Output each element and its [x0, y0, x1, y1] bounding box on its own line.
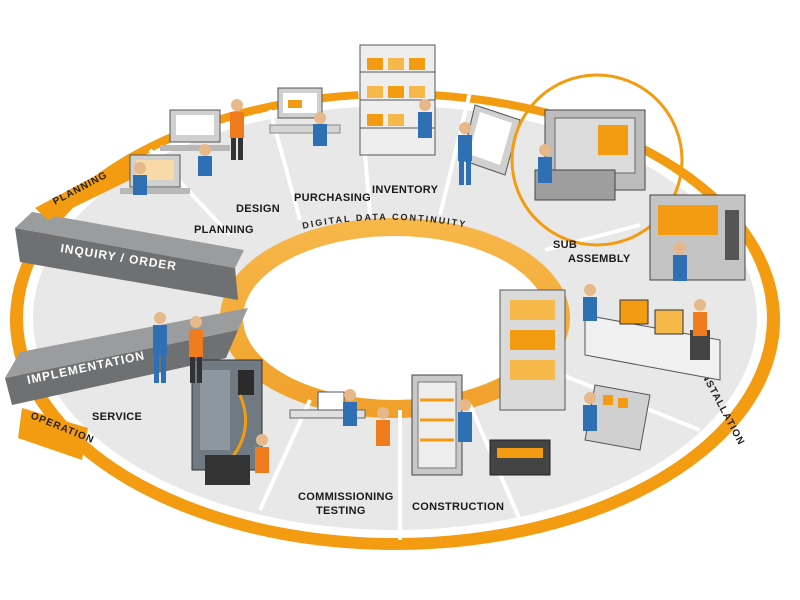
magnifier-circle-icon [510, 73, 684, 247]
stage-commissioning-label: COMMISSIONING [298, 491, 394, 503]
assembly-station [649, 194, 746, 281]
workstation-icon [317, 391, 345, 411]
inquiry-order-band: INQUIRY / ORDER [15, 212, 244, 300]
planning-station [120, 154, 190, 195]
panel-desk-station [583, 384, 651, 451]
worker-icon [584, 284, 596, 296]
stage-construction-label: CONSTRUCTION [412, 501, 504, 513]
worker-icon [154, 312, 166, 324]
worker-icon [539, 144, 551, 156]
worker-icon [134, 162, 146, 174]
stage-inventory-label: INVENTORY [372, 184, 439, 196]
worker-icon [674, 242, 686, 254]
worker-icon [377, 407, 389, 419]
worker-icon [314, 112, 326, 124]
stage-purchasing-label: PURCHASING [294, 192, 371, 204]
worker-icon [419, 99, 431, 111]
construction-station [411, 374, 472, 476]
stage-sub-label: SUB [553, 239, 577, 251]
stage-design-label: DESIGN [236, 203, 280, 215]
implementation-band: IMPLEMENTATION [5, 308, 248, 405]
stage-service-label: SERVICE [92, 411, 142, 423]
worker-icon [344, 389, 356, 401]
inventory-station [359, 44, 436, 156]
worker-icon [199, 144, 211, 156]
worker-icon [459, 122, 471, 134]
tool-rack [489, 289, 566, 476]
worker-icon [459, 399, 471, 411]
worker-icon [190, 316, 202, 328]
implementation-workers [153, 312, 203, 383]
design-station [160, 99, 244, 176]
purchasing-station [269, 87, 341, 146]
worker-icon [694, 299, 706, 311]
stage-testing-label: TESTING [316, 505, 366, 517]
worker-icon [256, 434, 268, 446]
installation-bench [583, 284, 721, 381]
service-station [191, 359, 269, 485]
sub-assembly-station [510, 73, 684, 247]
worker-icon [231, 99, 243, 111]
commissioning-testing-station [289, 389, 390, 446]
worker-icon [584, 392, 596, 404]
stage-assembly-label: ASSEMBLY [568, 253, 631, 265]
stage-planning-label: PLANNING [194, 224, 254, 236]
terminal-station [458, 104, 521, 185]
stage-labels: PLANNING DESIGN PURCHASING INVENTORY SUB… [92, 184, 631, 517]
